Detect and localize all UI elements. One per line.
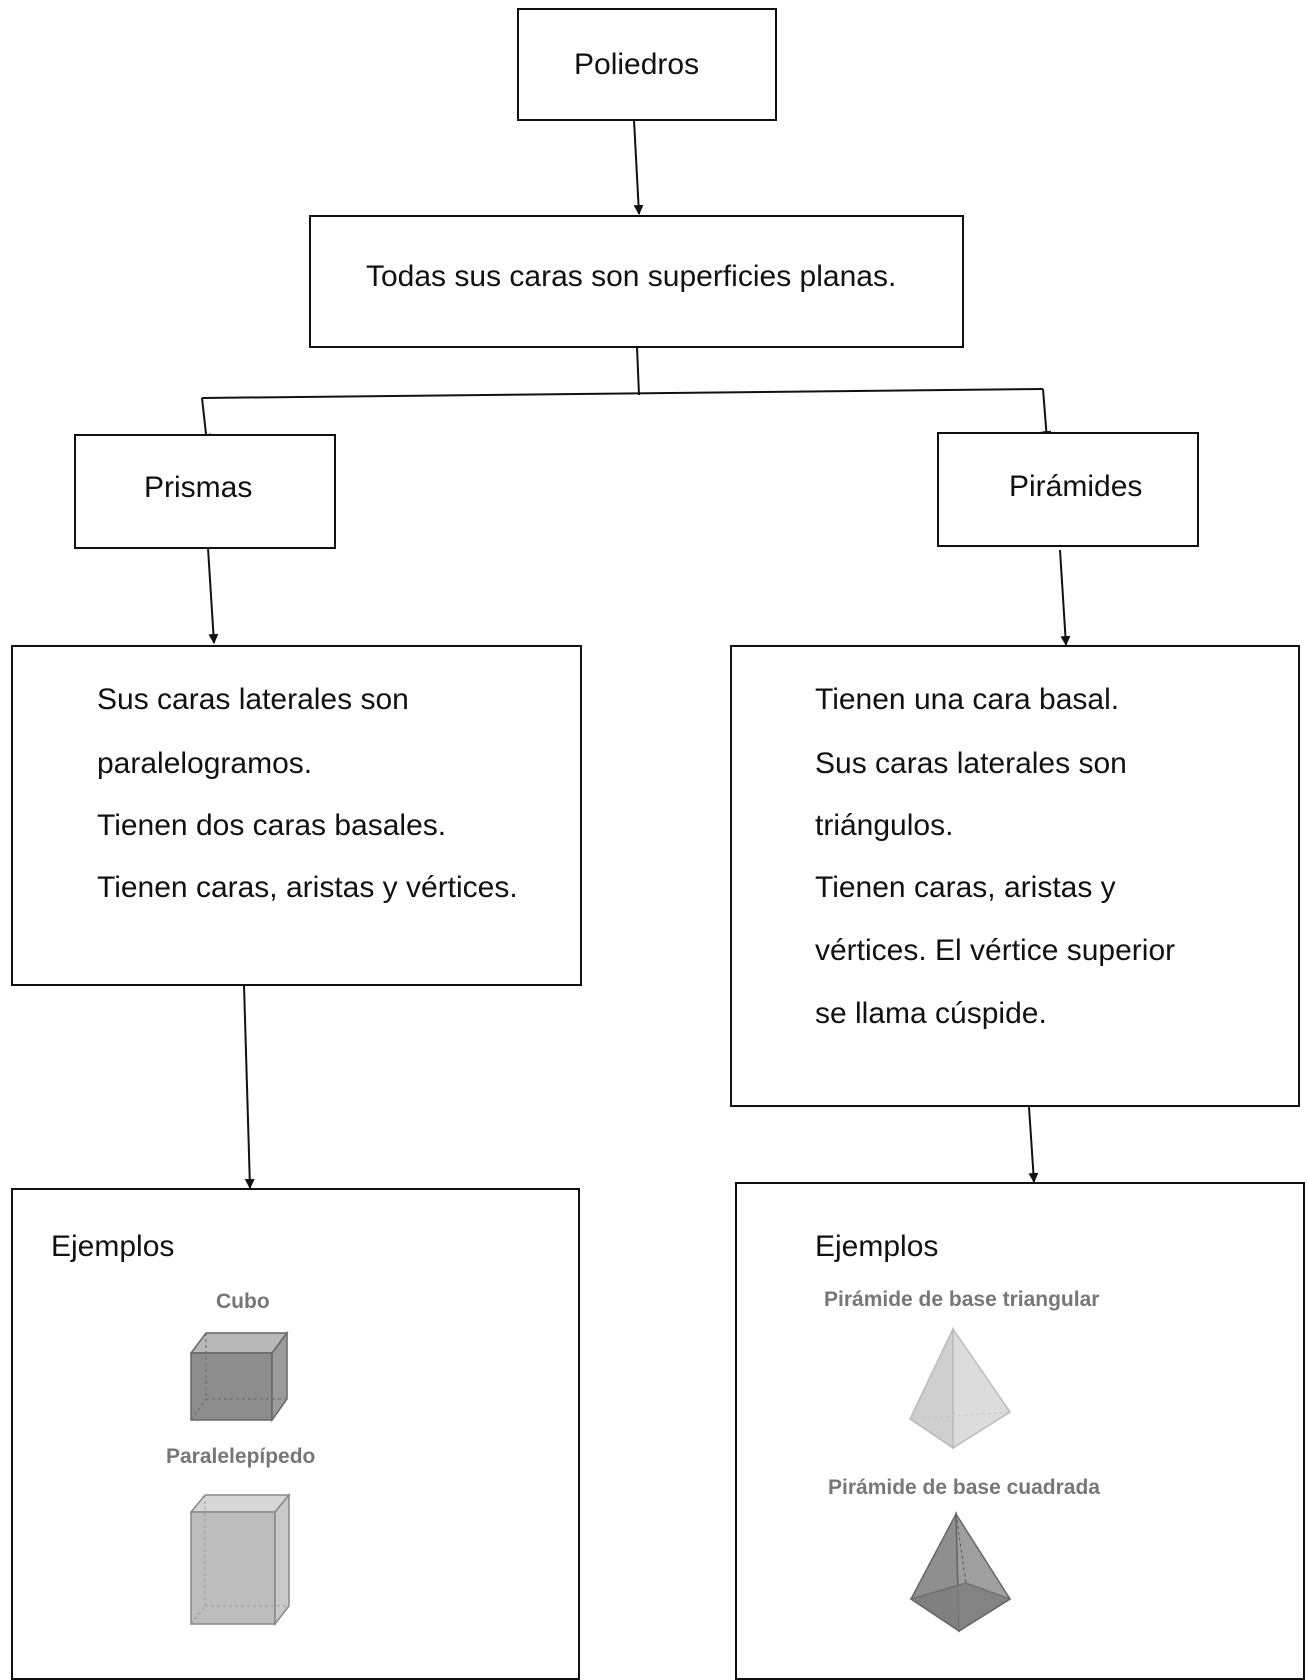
- examples-heading: Ejemplos: [815, 1230, 939, 1263]
- connector-root-to-definition: [633, 119, 644, 215]
- property-line: Tienen dos caras basales.: [97, 809, 447, 842]
- connector-prismas-properties-to-examples: [243, 984, 255, 1189]
- property-line: paralelogramos.: [97, 747, 313, 780]
- example-name-cubo: Cubo: [216, 1290, 270, 1313]
- property-line: triángulos.: [815, 809, 954, 842]
- connector-piramides-to-properties: [1059, 549, 1071, 646]
- node-piramides: Pirámides: [937, 432, 1199, 547]
- node-prismas: Prismas: [74, 434, 336, 549]
- property-line: vértices. El vértice superior: [815, 934, 1176, 967]
- piramides-examples-box: Ejemplos Pirámide de base triangular Pir…: [735, 1182, 1305, 1680]
- node-definition: Todas sus caras son superficies planas.: [309, 215, 964, 348]
- property-line: se llama cúspide.: [815, 997, 1047, 1030]
- property-line: Sus caras laterales son: [97, 683, 409, 716]
- node-label: Poliedros: [574, 48, 700, 81]
- node-label: Todas sus caras son superficies planas.: [366, 260, 897, 293]
- connector-piramides-properties-to-examples: [1028, 1106, 1039, 1183]
- examples-heading: Ejemplos: [51, 1230, 175, 1263]
- node-label: Prismas: [144, 471, 253, 504]
- prismas-properties-box: Sus caras laterales son paralelogramos. …: [11, 645, 582, 986]
- example-name-paralelepipedo: Paralelepípedo: [166, 1445, 316, 1468]
- parallelepiped-icon: [189, 1492, 291, 1627]
- example-name-piramide-triangular: Pirámide de base triangular: [824, 1288, 1100, 1311]
- connector-prismas-to-properties: [207, 547, 219, 644]
- node-poliedros: Poliedros: [517, 8, 777, 121]
- example-name-piramide-cuadrada: Pirámide de base cuadrada: [828, 1476, 1100, 1499]
- node-label: Pirámides: [1009, 470, 1143, 503]
- property-line: Tienen una cara basal.: [815, 683, 1120, 716]
- connector-definition-to-branches: [201, 346, 1052, 444]
- square-pyramid-icon: [909, 1511, 1012, 1633]
- triangular-pyramid-icon: [909, 1326, 1012, 1450]
- prismas-examples-box: Ejemplos Cubo Paralelepípedo: [11, 1188, 580, 1680]
- property-line: Sus caras laterales son: [815, 747, 1127, 780]
- piramides-properties-box: Tienen una cara basal. Sus caras lateral…: [730, 645, 1300, 1107]
- property-line: Tienen caras, aristas y: [815, 871, 1116, 904]
- cube-icon: [189, 1330, 289, 1423]
- property-line: Tienen caras, aristas y vértices.: [97, 871, 518, 904]
